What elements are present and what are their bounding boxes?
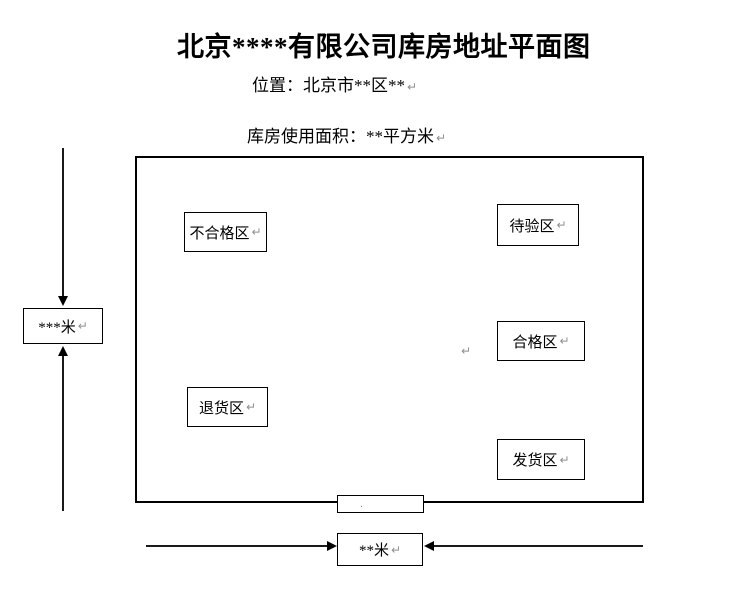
zone-label: 退货区 — [198, 400, 244, 417]
paragraph-return-icon: ↵ — [407, 80, 418, 94]
page-title: 北京****有限公司库房地址平面图 — [177, 32, 591, 62]
zone-box-pending-inspection: 待验区↵ — [497, 204, 579, 246]
zone-label: 合格区 — [512, 334, 558, 351]
arrowhead-right-icon — [327, 541, 337, 551]
paragraph-return-icon: ↵ — [559, 334, 570, 348]
height-dimension-line-top — [62, 148, 64, 297]
width-dimension-label: **米 — [358, 543, 389, 559]
zone-box-returns: 退货区↵ — [187, 387, 268, 427]
door-dot: . — [360, 500, 363, 510]
paragraph-return-icon: ↵ — [461, 344, 472, 358]
arrowhead-up-icon — [58, 346, 68, 356]
height-dimension-label: ***米 — [38, 319, 76, 336]
arrowhead-left-icon — [424, 541, 434, 551]
paragraph-return-icon: ↵ — [390, 542, 402, 557]
area-line: 库房使用面积：**平方米↵ — [247, 122, 446, 147]
height-dimension-line-bottom — [62, 356, 64, 511]
width-dimension-line-right — [434, 545, 643, 547]
paragraph-return-icon: ↵ — [556, 218, 567, 232]
paragraph-return-icon: ↵ — [77, 319, 88, 333]
paragraph-return-icon: ↵ — [559, 452, 570, 467]
width-dimension-line-left — [146, 545, 328, 547]
zone-label: 发货区 — [512, 453, 558, 469]
area-text: 库房使用面积：**平方米 — [247, 127, 434, 146]
door-rect: . — [337, 495, 424, 513]
location-text: 位置：北京市**区** — [252, 76, 405, 95]
height-dimension-box: ***米↵ — [23, 308, 103, 344]
arrowhead-down-icon — [58, 296, 68, 306]
width-dimension-box: **米↵ — [337, 533, 423, 566]
zone-box-qualified: 合格区↵ — [497, 321, 585, 361]
zone-label: 不合格区 — [189, 225, 250, 242]
paragraph-return-icon: ↵ — [436, 131, 447, 145]
zone-box-shipping: 发货区↵ — [497, 439, 585, 480]
paragraph-return-icon: ↵ — [251, 225, 262, 239]
zone-label: 待验区 — [509, 218, 555, 235]
location-line: 位置：北京市**区**↵ — [252, 71, 417, 96]
zone-box-nonconforming: 不合格区↵ — [184, 212, 267, 252]
warehouse-outline: 不合格区↵ 待验区↵ 合格区↵ 退货区↵ 发货区↵ ↵ . — [135, 156, 644, 513]
paragraph-return-icon: ↵ — [245, 400, 257, 414]
